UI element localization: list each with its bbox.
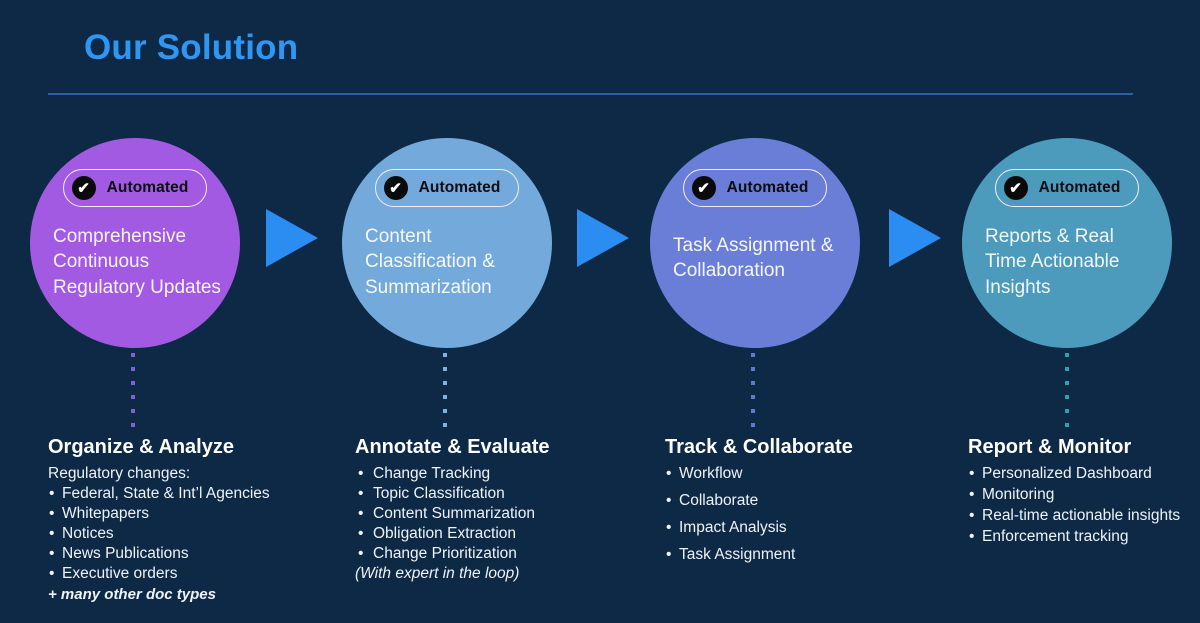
automated-badge: ✔ Automated [62, 169, 208, 207]
stage-list-organize-analyze: Organize & Analyze Regulatory changes: F… [48, 436, 348, 603]
bullet-item: Topic Classification [355, 484, 655, 504]
stage-circle-task-assignment: ✔ Automated Task Assignment & Collaborat… [650, 138, 860, 348]
connector-dots [1065, 353, 1069, 435]
list-heading: Report & Monitor [968, 436, 1132, 458]
stage-circle-regulatory-updates: ✔ Automated Comprehensive Continuous Reg… [30, 138, 240, 348]
bullet-item: Collaborate [665, 491, 965, 511]
list-intro: Regulatory changes: [48, 465, 191, 482]
automated-badge: ✔ Automated [994, 169, 1140, 207]
list-heading: Annotate & Evaluate [355, 436, 550, 458]
bullet-item: Change Prioritization [355, 544, 655, 564]
automated-badge: ✔ Automated [682, 169, 828, 207]
stage-circle-content-classification: ✔ Automated Content Classification & Sum… [342, 138, 552, 348]
bullet-item: Personalized Dashboard [968, 464, 1200, 484]
stage-circle-reports-insights: ✔ Automated Reports & Real Time Actionab… [962, 138, 1172, 348]
check-icon: ✔ [691, 176, 716, 200]
list-footnote: (With expert in the loop) [355, 565, 520, 582]
stage-list-track-collaborate: Track & Collaborate Workflow Collaborate… [665, 436, 965, 572]
bullet-item: Impact Analysis [665, 518, 965, 538]
bullet-item: Obligation Extraction [355, 524, 655, 544]
bullet-item: Task Assignment [665, 545, 965, 565]
bullet-item: News Publications [48, 544, 348, 564]
list-heading: Track & Collaborate [665, 436, 853, 458]
list-footnote: + many other doc types [48, 586, 216, 603]
list-heading: Organize & Analyze [48, 436, 234, 458]
bullet-item: Change Tracking [355, 464, 655, 484]
bullet-item: Real-time actionable insights [968, 506, 1200, 526]
bullet-list: Change Tracking Topic Classification Con… [355, 464, 655, 564]
bullet-item: Enforcement tracking [968, 527, 1200, 547]
bullet-item: Federal, State & Int’l Agencies [48, 484, 348, 504]
bullet-list: Workflow Collaborate Impact Analysis Tas… [665, 464, 965, 565]
badge-label: Automated [726, 179, 809, 196]
flow-arrow-icon [889, 209, 941, 267]
badge-label: Automated [418, 179, 501, 196]
bullet-list: Federal, State & Int’l Agencies Whitepap… [48, 484, 348, 584]
flow-arrow-icon [577, 209, 629, 267]
bullet-item: Whitepapers [48, 504, 348, 524]
circle-label: Content Classification & Summarization [365, 226, 495, 298]
circle-label: Task Assignment & Collaboration [673, 235, 834, 282]
badge-label: Automated [1038, 179, 1121, 196]
bullet-item: Notices [48, 524, 348, 544]
page-title: Our Solution [84, 28, 299, 67]
check-icon: ✔ [1003, 176, 1028, 200]
connector-dots [443, 353, 447, 435]
connector-dots [131, 353, 135, 435]
stage-list-report-monitor: Report & Monitor Personalized Dashboard … [968, 436, 1200, 548]
bullet-list: Personalized Dashboard Monitoring Real-t… [968, 464, 1200, 547]
title-divider [48, 93, 1133, 95]
circle-label: Reports & Real Time Actionable Insights [985, 226, 1120, 298]
bullet-item: Workflow [665, 464, 965, 484]
bullet-item: Executive orders [48, 564, 348, 584]
circle-label: Comprehensive Continuous Regulatory Upda… [53, 226, 221, 298]
check-icon: ✔ [71, 176, 96, 200]
flow-arrow-icon [266, 209, 318, 267]
bullet-item: Content Summarization [355, 504, 655, 524]
check-icon: ✔ [383, 176, 408, 200]
connector-dots [751, 353, 755, 435]
bullet-item: Monitoring [968, 485, 1200, 505]
badge-label: Automated [106, 179, 189, 196]
stage-list-annotate-evaluate: Annotate & Evaluate Change Tracking Topi… [355, 436, 655, 583]
automated-badge: ✔ Automated [374, 169, 520, 207]
